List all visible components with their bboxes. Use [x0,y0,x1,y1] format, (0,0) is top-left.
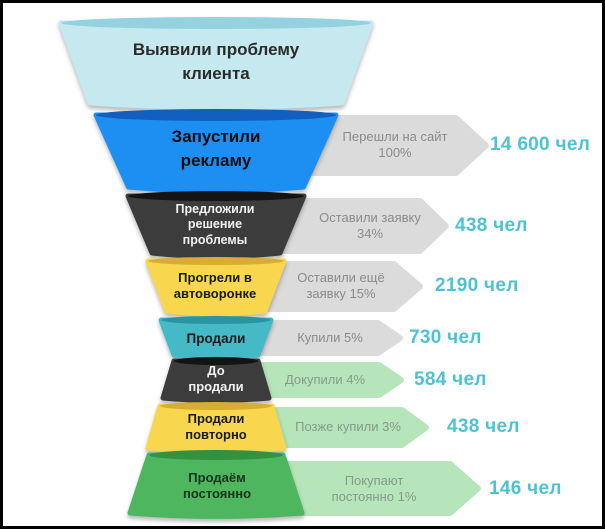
funnel-segment-rim-1 [96,109,336,121]
funnel-segment-7 [127,450,305,519]
value-bought-later: 438 чел [447,416,520,437]
funnel-segment-rim-6 [160,402,272,410]
funnel-segment-5 [160,357,272,403]
stage-label-sold-again: Продали повторно [185,411,247,442]
funnel-segment-1 [93,109,339,194]
stage-label-sold: Продали [186,330,246,346]
stage-label-launched-ads: Запустили рекламу [171,127,261,170]
arrow-label-bought-later: Позже купили 3% [295,419,401,435]
stage-label-warmed-autofunnel: Прогрели в автоворонке [173,270,257,301]
funnel-segment-rim-3 [148,257,284,265]
funnel-segment-4 [158,316,274,360]
arrow-label-bought: Купили 5% [297,330,363,346]
arrow-label-site-visits: Перешли на сайт 100% [342,129,448,160]
value-left-another-request: 2190 чел [435,275,519,296]
funnel-segment-rim-4 [161,316,271,324]
value-bought-more: 584 чел [414,369,487,390]
arrow-label-bought-more: Докупили 4% [284,372,366,388]
funnel-segment-rim-2 [128,191,304,201]
arrow-label-buy-constantly: Покупают постоянно 1% [331,473,417,504]
arrow-label-left-another-request: Оставили ещё заявку 15% [297,270,385,301]
stage-label-upsold: До продали [188,363,244,394]
funnel-segment-rim-0 [61,17,371,29]
funnel-segment-2 [125,191,307,259]
funnel-svg [58,17,489,519]
value-site-visits: 14 600 чел [490,134,591,155]
funnel-segment-rim-5 [174,357,258,365]
stage-label-offered-solution: Предложили решение проблемы [175,202,255,247]
arrow-label-left-request: Оставили заявку 34% [319,210,421,241]
value-left-request: 438 чел [455,215,528,236]
value-buy-constantly: 146 чел [489,478,562,499]
funnel-segment-rim-7 [149,450,283,460]
stage-label-problem-identified: Выявили проблему клиента [132,40,300,83]
funnel-segment-0 [58,17,374,110]
value-bought: 730 чел [409,327,482,348]
funnel-segment-3 [145,257,287,317]
stage-label-sell-constantly: Продаём постоянно [182,470,252,501]
